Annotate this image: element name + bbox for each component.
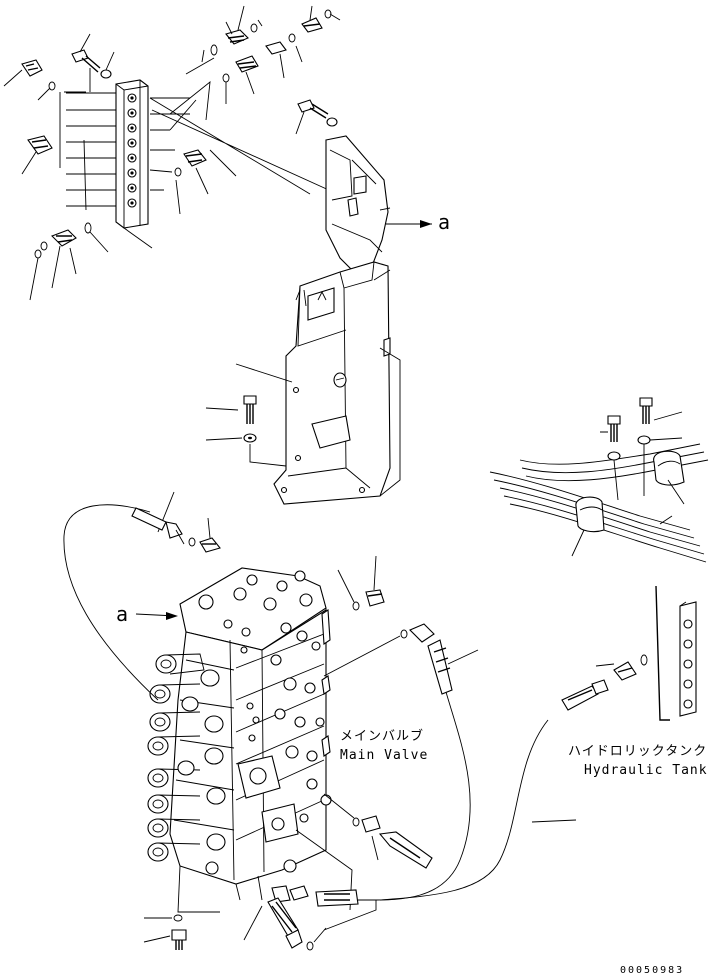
- fitting-left-lower: [21, 135, 53, 175]
- pilot-hose-left: [63, 491, 221, 701]
- lower-left-plug: [143, 914, 187, 950]
- junction-block-assembly: [3, 5, 343, 301]
- drawing-number: 00050983: [620, 965, 685, 976]
- hydraulic-tank-label-jp: ハイドロリックタンク: [568, 744, 708, 759]
- hydraulic-tank-label-en: Hydraulic Tank: [584, 763, 708, 778]
- valve-spool-caps: [147, 653, 226, 862]
- main-valve: [135, 567, 332, 913]
- callout-a-upper: a: [438, 210, 451, 234]
- fitting-left-upper: [3, 59, 43, 87]
- lower-fittings: [243, 793, 433, 951]
- fitting-top-right-valve: [337, 555, 385, 611]
- hose-clamp-detail: [489, 397, 709, 563]
- hydraulic-tank: [655, 585, 697, 721]
- fittings-top-right: [210, 5, 341, 104]
- main-valve-label-jp: メインバルブ: [340, 729, 425, 744]
- valve-bracket: [205, 99, 432, 505]
- fittings-mid-right: [174, 149, 237, 215]
- orings-left: [29, 81, 56, 301]
- junction-ports: [127, 93, 137, 208]
- fitting-bottom-left: [51, 222, 109, 289]
- callout-a-lower: a: [116, 602, 129, 626]
- bolt-top-left: [71, 33, 115, 79]
- valve-right-details: [205, 609, 332, 875]
- main-valve-label-en: Main Valve: [340, 748, 429, 763]
- hose-to-tank: [323, 623, 648, 901]
